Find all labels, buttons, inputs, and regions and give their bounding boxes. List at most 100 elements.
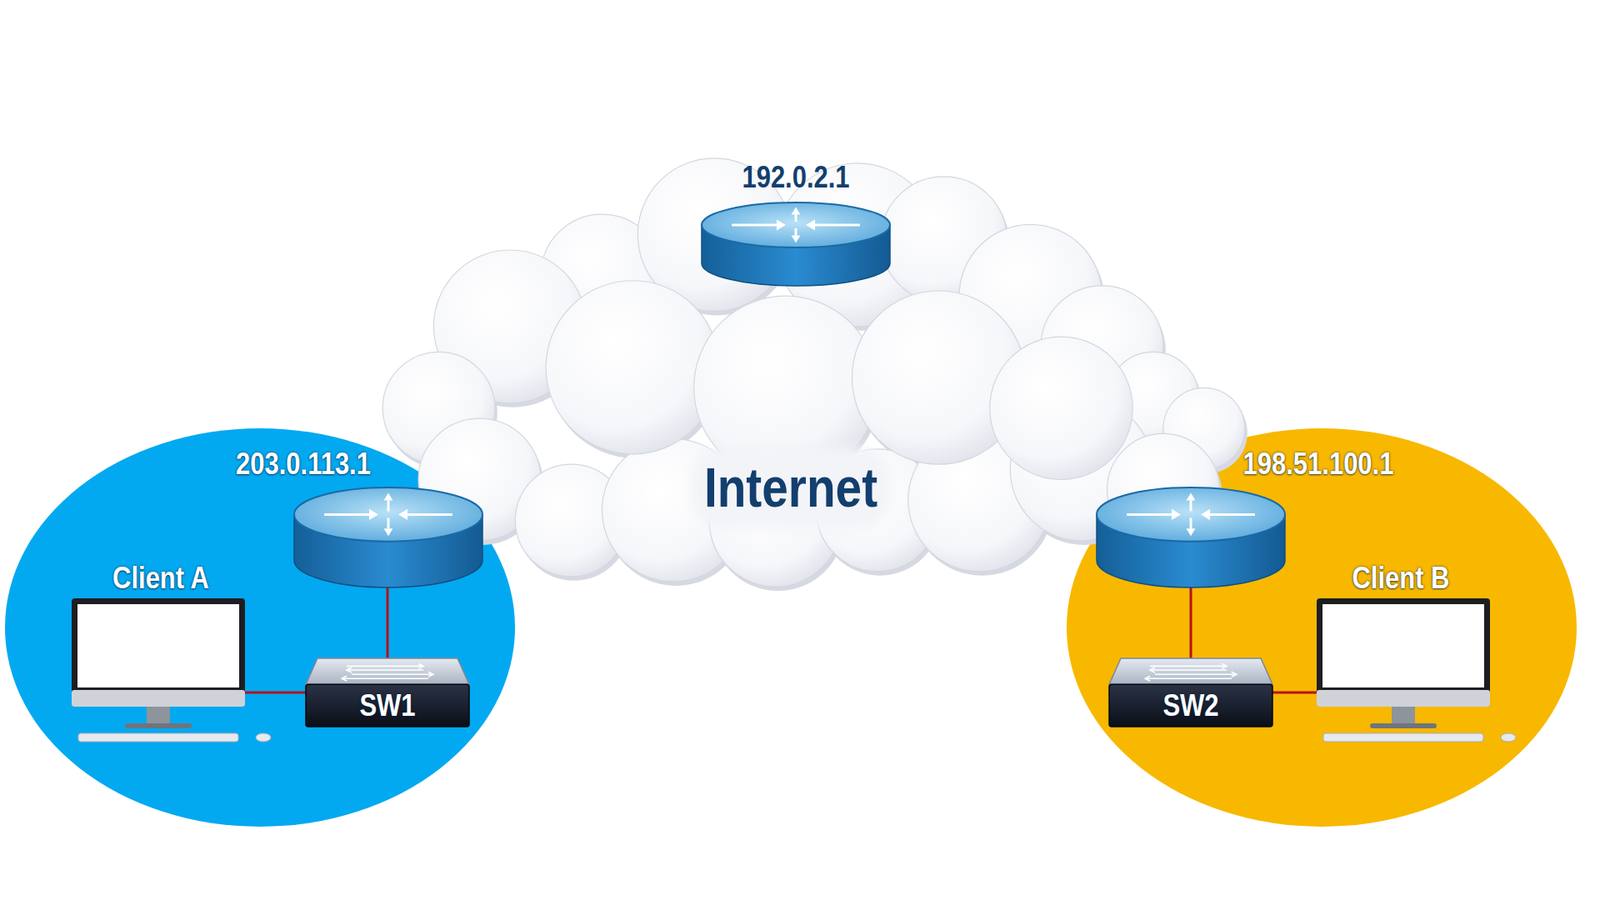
arrow-stroke	[815, 224, 860, 227]
arrow-stroke	[387, 517, 390, 529]
arrow-head	[1200, 509, 1210, 520]
monitor-chin	[71, 690, 245, 707]
switch-arrows	[1145, 663, 1237, 681]
arrow-head	[791, 206, 801, 215]
device-name: SW2	[1162, 689, 1219, 723]
arrow-head	[1171, 509, 1181, 520]
switch-arrow	[1145, 675, 1150, 681]
switch-top	[305, 658, 470, 685]
arrow-stroke	[795, 214, 798, 222]
arrow-stroke	[795, 228, 798, 236]
arrow-head	[384, 528, 394, 536]
switch-arrow	[1155, 674, 1237, 676]
mouse	[255, 733, 271, 742]
label-holder: Internet	[685, 457, 897, 519]
switch-arrow	[346, 665, 424, 668]
router-arrows	[324, 492, 453, 536]
switch-top	[1109, 658, 1273, 685]
router: 203.0.113.1	[294, 487, 483, 588]
router-shape	[701, 202, 890, 286]
cloud-puff	[694, 295, 878, 480]
device-name: SW1	[359, 689, 415, 723]
arrow-head	[776, 219, 786, 230]
switch: SW2	[1109, 658, 1273, 727]
arrow-stroke	[1126, 513, 1172, 516]
ip-address: 198.51.100.1	[1243, 447, 1395, 481]
cloud-puff	[990, 336, 1133, 480]
monitor-shape	[1316, 598, 1490, 749]
monitor-stand	[146, 706, 170, 725]
keyboard	[78, 733, 239, 742]
arrow-stroke	[407, 513, 453, 516]
label-holder: 198.51.100.1	[1230, 447, 1406, 481]
monitor-base	[125, 723, 192, 729]
device-name: Client B	[1352, 561, 1450, 595]
ip-address: 203.0.113.1	[235, 447, 371, 481]
cable	[1190, 587, 1193, 659]
monitor-screen	[77, 604, 240, 688]
arrow-head	[384, 492, 394, 500]
monitor-frame	[71, 598, 245, 707]
switch-arrow	[418, 663, 424, 669]
arrow-head	[805, 219, 815, 230]
switch-arrows	[341, 663, 434, 681]
switch-front	[1109, 684, 1273, 727]
monitor-stand	[1391, 706, 1415, 725]
router: 198.51.100.1	[1096, 487, 1285, 588]
arrow-stroke	[387, 500, 390, 511]
arrow-head	[791, 235, 801, 244]
router-arrows	[1126, 492, 1255, 536]
label-holder: 203.0.113.1	[225, 447, 382, 481]
monitor-base	[1370, 723, 1437, 729]
switch-arrow	[346, 667, 352, 673]
label-holder: SW1	[355, 689, 420, 723]
monitor-frame	[1316, 598, 1490, 707]
label-holder: Client B	[1344, 561, 1458, 595]
switch-arrow	[1150, 667, 1155, 673]
arrow-stroke	[731, 224, 777, 227]
router-arrows	[731, 206, 860, 243]
arrow-head	[1186, 492, 1196, 500]
arrow-head	[369, 509, 379, 520]
monitor-shape	[71, 598, 245, 749]
router-top	[1096, 487, 1285, 542]
switch-arrow	[428, 671, 434, 677]
arrow-head	[1186, 528, 1196, 536]
router-shape	[294, 487, 483, 588]
arrow-stroke	[324, 513, 370, 516]
client-pc: Client B	[1316, 598, 1490, 749]
label-holder: Client A	[105, 561, 218, 595]
router-top	[701, 202, 890, 248]
monitor-chin	[1316, 690, 1490, 707]
switch-arrow	[351, 674, 434, 676]
arrow-stroke	[1190, 500, 1193, 511]
site-b-region	[1066, 428, 1577, 827]
switch: SW1	[305, 658, 470, 727]
switch-arrow	[1150, 665, 1227, 668]
arrow-head	[398, 509, 408, 520]
keyboard	[1323, 733, 1484, 742]
switch-arrow	[346, 669, 424, 671]
arrow-stroke	[1210, 513, 1255, 516]
network-name: Internet	[700, 457, 882, 519]
label-holder: SW2	[1158, 689, 1224, 723]
switch-arrow	[1221, 663, 1227, 669]
switch-arrow	[1145, 678, 1232, 680]
cable	[386, 587, 390, 659]
cloud-puff	[545, 280, 720, 455]
router: 192.0.2.1	[701, 202, 890, 286]
ip-address: 192.0.2.1	[741, 160, 850, 195]
switch-arrow	[1150, 669, 1227, 671]
device-name: Client A	[112, 561, 210, 595]
switch-front	[305, 684, 470, 727]
cable	[245, 691, 306, 695]
cable	[1272, 691, 1317, 695]
mouse	[1500, 733, 1516, 742]
router-top	[294, 487, 483, 542]
switch-arrow	[1231, 671, 1237, 677]
router-shape	[1096, 487, 1285, 588]
monitor-screen	[1322, 604, 1485, 688]
switch-arrow	[341, 678, 429, 680]
client-pc: Client A	[71, 598, 245, 749]
switch-arrow	[341, 675, 347, 681]
